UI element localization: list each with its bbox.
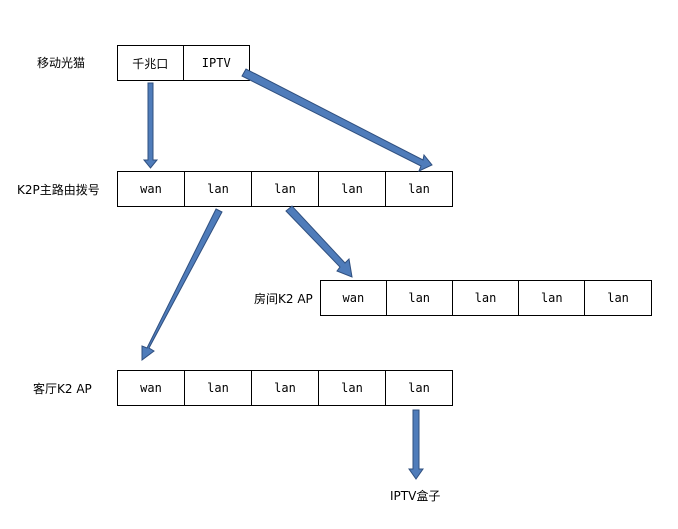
main-router-ports: wan lan lan lan lan (117, 171, 453, 207)
main-router-port-wan: wan (118, 172, 185, 206)
room-ap-port-lan-1: lan (387, 281, 453, 315)
modem-ports: 千兆口 IPTV (117, 45, 250, 81)
living-ap-port-lan-4: lan (408, 381, 430, 395)
room-ap-port-wan: wan (321, 281, 387, 315)
main-router-port-lan-1: lan (185, 172, 252, 206)
modem-label: 移动光猫 (37, 56, 86, 70)
arrow-iptv-to-router-lan (241, 68, 433, 172)
main-router-port-lan-2: lan (252, 172, 319, 206)
room-ap-label: 房间K2 AP (254, 292, 313, 306)
arrow-modem-to-router (142, 82, 159, 169)
arrow-router-to-room-ap (285, 205, 353, 278)
modem-port-gigabit: 千兆口 (118, 46, 184, 80)
arrow-living-ap-to-iptv-box (408, 409, 424, 480)
room-ap-port-lan-3: lan (519, 281, 586, 315)
arrow-router-to-living-ap (141, 208, 223, 361)
modem-port-iptv: IPTV (201, 56, 231, 70)
room-ap-ports: wan lan lan lan lan (320, 280, 652, 316)
room-ap-port-lan-2: lan (453, 281, 520, 315)
main-router-label: K2P主路由拨号 (17, 183, 100, 197)
living-ap-port-lan-3: lan (319, 371, 386, 405)
living-ap-label: 客厅K2 AP (33, 382, 92, 396)
living-ap-ports: wan lan lan lan lan (117, 370, 453, 406)
living-ap-port-lan-2: lan (252, 371, 319, 405)
room-ap-port-lan-4: lan (607, 291, 629, 305)
living-ap-port-lan-1: lan (185, 371, 252, 405)
main-router-port-lan-3: lan (319, 172, 386, 206)
iptv-box-label: IPTV盒子 (390, 489, 441, 503)
living-ap-port-wan: wan (118, 371, 185, 405)
main-router-port-lan-4: lan (408, 182, 430, 196)
